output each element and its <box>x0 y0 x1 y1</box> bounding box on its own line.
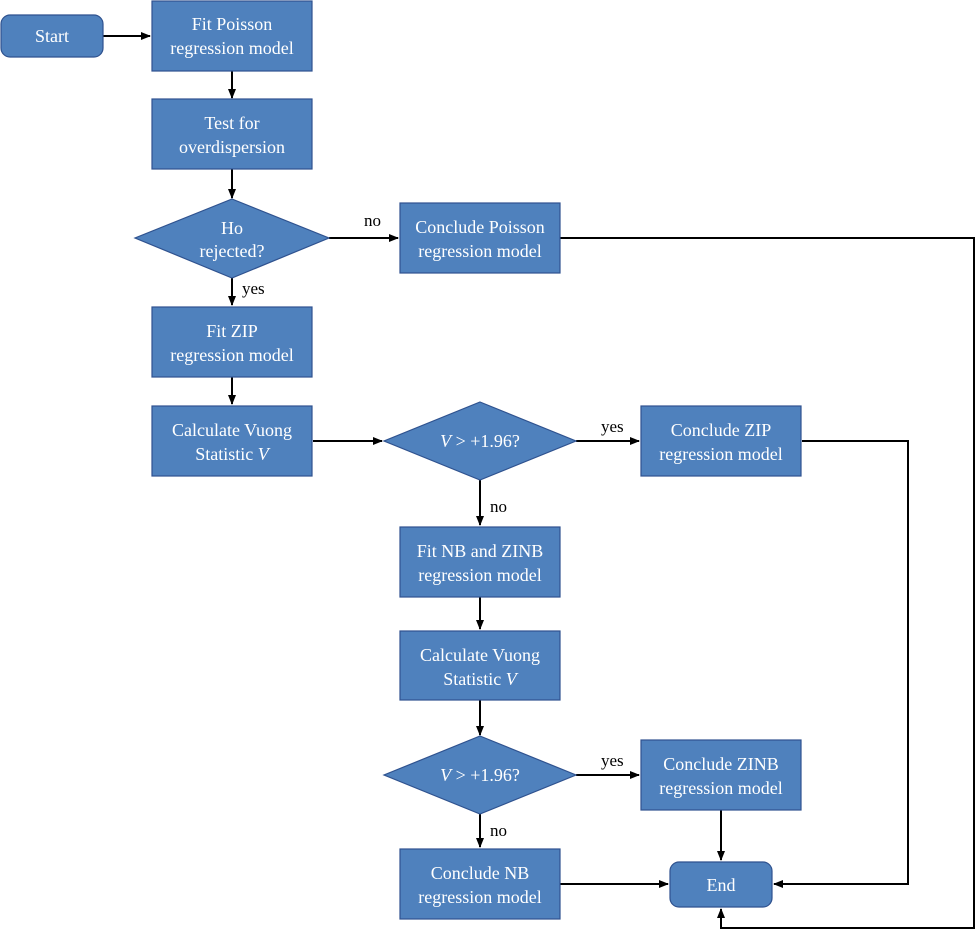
fit-nb-zinb-line1: Fit NB and ZINB <box>417 541 544 561</box>
label-v1-no: no <box>490 497 507 516</box>
ho-rejected-line1: Ho <box>221 218 243 238</box>
conclude-zip-line1: Conclude ZIP <box>671 420 772 440</box>
fit-nb-zinb-node: Fit NB and ZINB regression model <box>399 526 561 598</box>
fit-zip-node: Fit ZIP regression model <box>151 306 313 378</box>
edge-conclude-zip-to-end <box>773 440 909 888</box>
fit-poisson-node: Fit Poisson regression model <box>151 0 313 72</box>
label-ho-yes: yes <box>242 279 265 298</box>
v-test-1-label: V > +1.96? <box>440 431 520 451</box>
start-node: Start <box>0 14 104 58</box>
test-overdispersion-line1: Test for <box>204 113 259 133</box>
start-label: Start <box>35 26 69 46</box>
conclude-poisson-line2: regression model <box>418 241 541 261</box>
ho-rejected-line2: rejected? <box>200 241 265 261</box>
edge-conclude-poisson-to-end <box>560 237 975 929</box>
test-overdispersion-node: Test for overdispersion <box>151 98 313 170</box>
calc-vuong-1-line1: Calculate Vuong <box>172 420 292 440</box>
calc-vuong-2-line2: Statistic V <box>443 669 519 689</box>
conclude-nb-line2: regression model <box>418 887 541 907</box>
nodes: Start Fit Poisson regression model Test … <box>0 0 802 920</box>
conclude-zinb-node: Conclude ZINB regression model <box>640 739 802 811</box>
v-test-1-decision: V > +1.96? <box>382 401 578 481</box>
conclude-poisson-node: Conclude Poisson regression model <box>399 202 561 274</box>
label-v2-yes: yes <box>601 751 624 770</box>
ho-rejected-decision: Ho rejected? <box>133 198 331 279</box>
conclude-nb-node: Conclude NB regression model <box>399 848 561 920</box>
calc-vuong-1-line2: Statistic V <box>195 444 271 464</box>
edge-labels: no yes yes no yes no <box>242 211 624 840</box>
end-node: End <box>669 861 773 908</box>
label-ho-no: no <box>364 211 381 230</box>
test-overdispersion-line2: overdispersion <box>179 137 285 157</box>
fit-zip-line2: regression model <box>170 345 293 365</box>
end-label: End <box>707 875 736 895</box>
calc-vuong-1-node: Calculate Vuong Statistic V <box>151 405 313 477</box>
v-test-2-label: V > +1.96? <box>440 765 520 785</box>
v-test-2-decision: V > +1.96? <box>382 735 578 815</box>
fit-poisson-line2: regression model <box>170 38 293 58</box>
fit-nb-zinb-line2: regression model <box>418 565 541 585</box>
conclude-poisson-line1: Conclude Poisson <box>415 217 545 237</box>
conclude-zinb-line1: Conclude ZINB <box>663 754 778 774</box>
calc-vuong-2-node: Calculate Vuong Statistic V <box>399 630 561 701</box>
conclude-zinb-line2: regression model <box>659 778 782 798</box>
label-v1-yes: yes <box>601 417 624 436</box>
edges <box>103 32 975 929</box>
label-v2-no: no <box>490 821 507 840</box>
fit-zip-line1: Fit ZIP <box>206 321 258 341</box>
conclude-zip-line2: regression model <box>659 444 782 464</box>
fit-poisson-line1: Fit Poisson <box>192 14 273 34</box>
calc-vuong-2-line1: Calculate Vuong <box>420 645 540 665</box>
conclude-zip-node: Conclude ZIP regression model <box>640 405 802 477</box>
conclude-nb-line1: Conclude NB <box>431 863 530 883</box>
